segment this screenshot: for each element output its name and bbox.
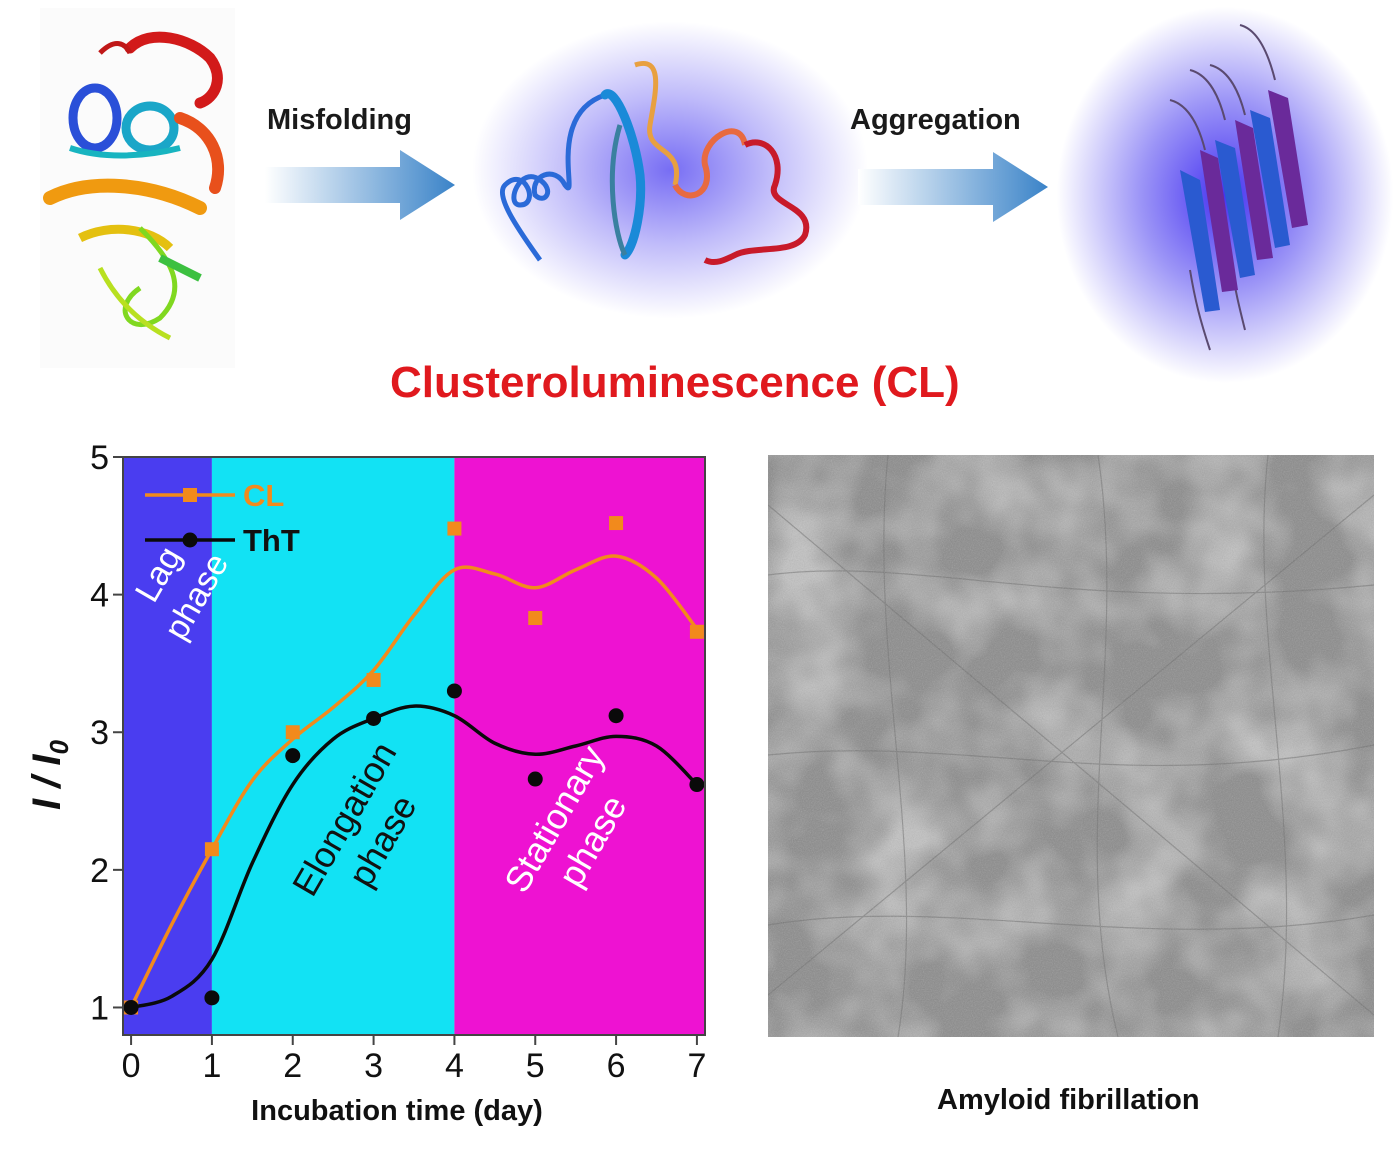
legend-label-CL: CL: [243, 478, 284, 513]
data-point-ThT: [204, 990, 220, 1006]
data-point-CL: [528, 611, 543, 626]
y-axis-label: I / I0: [25, 739, 74, 810]
y-tick-label: 2: [90, 852, 109, 890]
data-point-ThT: [123, 999, 139, 1015]
data-point-CL: [447, 521, 462, 536]
data-point-CL: [285, 725, 300, 740]
data-point-ThT: [608, 708, 624, 724]
micrograph-caption: Amyloid fibrillation: [937, 1084, 1200, 1116]
arrow-right-icon: [265, 150, 455, 220]
x-axis-label: Incubation time (day): [251, 1095, 543, 1127]
plot-frame: [122, 456, 706, 1036]
data-point-ThT: [689, 777, 705, 793]
data-markers: [123, 516, 705, 1015]
x-tick-label: 2: [283, 1047, 302, 1085]
tem-micrograph: [768, 455, 1374, 1037]
native-protein-structure: [40, 8, 235, 368]
amyloid-fibril-structure: [1169, 24, 1308, 351]
x-tick-label: 0: [122, 1047, 141, 1085]
data-point-ThT: [446, 683, 462, 699]
legend-marker-ThT: [182, 532, 198, 548]
phase-band-0: [123, 457, 212, 1035]
aggregation-label: Aggregation: [850, 104, 1021, 136]
data-point-ThT: [527, 771, 543, 787]
x-tick-label: 5: [526, 1047, 545, 1085]
y-tick-label: 1: [90, 989, 109, 1027]
data-point-ThT: [285, 748, 301, 764]
phase-bands: [123, 457, 705, 1035]
x-tick-label: 7: [687, 1047, 706, 1085]
legend-label-ThT: ThT: [243, 523, 300, 558]
legend: CL ThT: [145, 478, 300, 558]
y-tick-label: 5: [90, 439, 109, 477]
data-point-CL: [204, 842, 219, 857]
data-point-CL: [689, 624, 704, 639]
misfolded-glow: [470, 20, 870, 320]
y-tick-label: 4: [90, 577, 109, 615]
data-point-ThT: [366, 710, 382, 726]
x-tick-label: 3: [364, 1047, 383, 1085]
misfolding-label: Misfolding: [267, 104, 412, 136]
y-tick-label: 3: [90, 714, 109, 752]
scheme-title: Clusteroluminescence (CL): [390, 358, 960, 407]
misfolded-protein-chain: [499, 60, 810, 266]
arrow-right-icon: [858, 152, 1048, 222]
phase-band-1: [211, 457, 455, 1035]
legend-marker-CL: [183, 488, 197, 502]
x-tick-label: 4: [445, 1047, 464, 1085]
x-tick-label: 1: [202, 1047, 221, 1085]
x-tick-label: 6: [607, 1047, 626, 1085]
fit-curve-ThT: [130, 704, 699, 1010]
data-point-CL: [609, 516, 624, 531]
data-point-CL: [366, 672, 381, 687]
